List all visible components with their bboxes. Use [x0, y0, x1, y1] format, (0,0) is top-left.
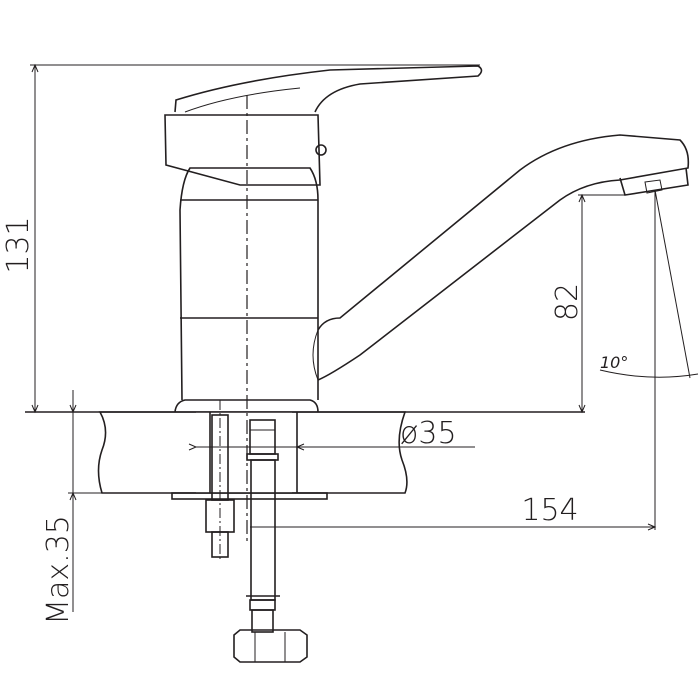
dimension-82-label: 82	[550, 283, 585, 321]
mounting-bolt	[205, 400, 235, 560]
lever-handle	[164, 65, 483, 186]
spout	[312, 134, 690, 381]
dimension-height-total: 131	[1, 63, 480, 414]
dimension-hole-diameter: ø35	[188, 416, 475, 451]
diameter-label: ø35	[400, 416, 457, 451]
countertop-section	[97, 411, 408, 500]
angle-label: 10°	[600, 353, 628, 372]
supply-hose	[233, 419, 308, 663]
reach-label: 154	[521, 493, 578, 528]
dimension-max-thickness: Max.35	[41, 390, 102, 625]
dimension-spout-height: 82	[550, 193, 625, 414]
dimension-spout-reach: 154	[250, 493, 657, 531]
dimension-131-label: 131	[1, 216, 36, 273]
max-thickness-label: Max.35	[41, 515, 76, 625]
dimension-angle: 10°	[599, 189, 699, 530]
